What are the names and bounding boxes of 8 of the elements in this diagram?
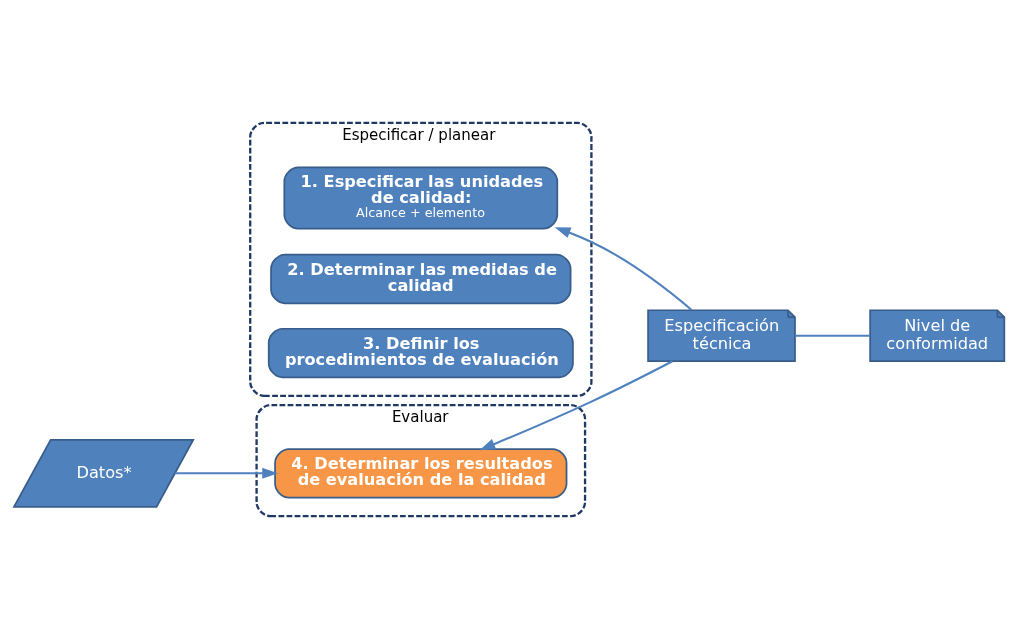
arrow [479, 359, 673, 450]
node-box: 4. Determinar los resultados de evaluación de la calidad [273, 447, 567, 498]
node-box: 3. Definir los procedimientos de evaluación [267, 327, 574, 378]
node-box: 1. Especificar las unidades de calidad: Alcance + elemento [282, 166, 558, 230]
node-box: 2. Determinar las medidas de calidad [269, 253, 571, 304]
arrow [554, 226, 692, 311]
arrow [174, 467, 278, 479]
connector [794, 334, 870, 337]
